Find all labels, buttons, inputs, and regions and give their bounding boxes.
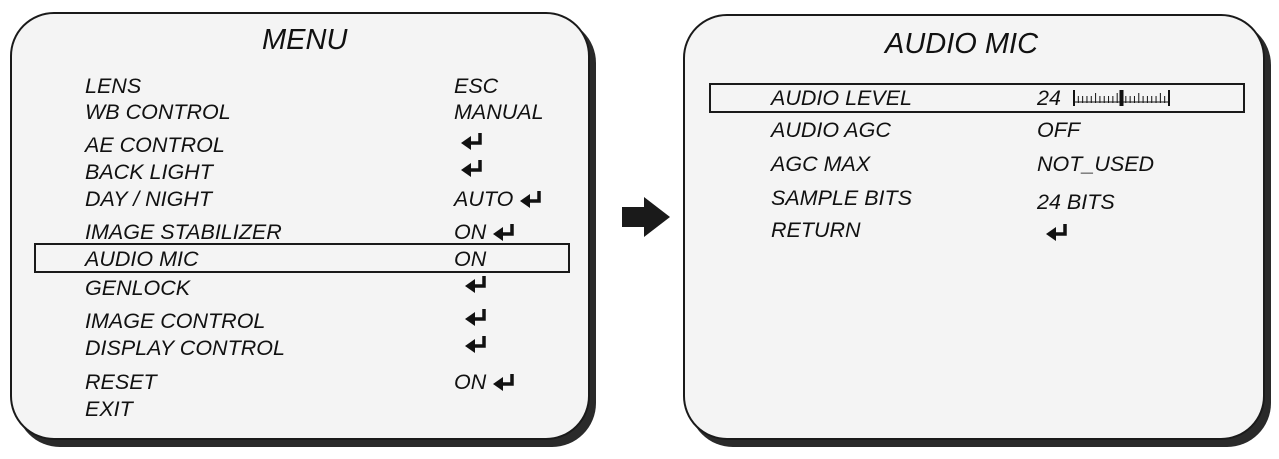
menu-item-value [460, 158, 484, 178]
menu-item-back-light[interactable]: BACK LIGHT [12, 158, 588, 186]
menu-panel: MENU LENS ESC WB CONTROL MANUAL AE CONTR… [10, 12, 590, 440]
menu-item-genlock[interactable]: GENLOCK [12, 274, 588, 302]
menu-item-label: IMAGE STABILIZER [85, 220, 282, 244]
menu-item-value: ESC [454, 74, 499, 98]
menu-item-reset[interactable]: RESET ON [12, 368, 588, 396]
audio-level-handle [1119, 90, 1124, 106]
menu-item-display-control[interactable]: DISPLAY CONTROL [12, 334, 588, 362]
menu-item-value: AUTO [454, 185, 543, 213]
menu-item-label: IMAGE CONTROL [85, 309, 266, 333]
enter-return-icon [492, 222, 516, 242]
menu-item-label: AE CONTROL [85, 133, 225, 157]
enter-return-icon [464, 274, 488, 294]
enter-return-icon [519, 189, 543, 209]
audio-item-label: AUDIO LEVEL [771, 86, 912, 110]
audio-mic-selection-highlight [709, 83, 1245, 113]
menu-item-label: DAY / NIGHT [85, 187, 213, 211]
menu-item-image-control[interactable]: IMAGE CONTROL [12, 307, 588, 335]
menu-item-audio-mic[interactable]: AUDIO MIC ON [12, 245, 588, 273]
menu-item-label: AUDIO MIC [85, 247, 199, 271]
audio-item-label: AGC MAX [771, 152, 871, 176]
audio-item-label: RETURN [771, 218, 861, 242]
enter-return-icon [464, 334, 488, 354]
menu-item-label: WB CONTROL [85, 100, 231, 124]
menu-item-label: RESET [85, 370, 157, 394]
audio-item-audio-level[interactable]: AUDIO LEVEL 24 [685, 84, 1263, 112]
enter-return-icon [1045, 222, 1069, 242]
menu-item-value: MANUAL [454, 100, 544, 124]
enter-return-icon [464, 307, 488, 327]
menu-item-ae-control[interactable]: AE CONTROL [12, 131, 588, 159]
audio-item-value: NOT_USED [1037, 152, 1155, 176]
menu-item-day-night[interactable]: DAY / NIGHT AUTO [12, 185, 588, 213]
menu-item-value [464, 307, 488, 327]
audio-item-value [1045, 222, 1069, 242]
right-arrow-icon [622, 197, 670, 237]
menu-item-wb-control[interactable]: WB CONTROL MANUAL [12, 98, 588, 126]
menu-item-value: ON [454, 368, 516, 396]
audio-item-label: AUDIO AGC [771, 118, 891, 142]
menu-item-value [464, 334, 488, 354]
audio-item-value: 24 [1037, 84, 1171, 112]
audio-item-sample-bits[interactable]: SAMPLE BITS 24 BITS [685, 184, 1263, 214]
audio-item-return[interactable]: RETURN [685, 216, 1263, 244]
audio-item-value: 24 BITS [1037, 190, 1115, 214]
menu-item-lens[interactable]: LENS ESC [12, 72, 588, 100]
menu-selection-highlight [34, 243, 570, 273]
audio-item-value: OFF [1037, 118, 1080, 142]
menu-item-value: ON [454, 218, 516, 246]
menu-title: MENU [262, 24, 348, 56]
menu-item-label: EXIT [85, 397, 133, 421]
menu-item-label: BACK LIGHT [85, 160, 213, 184]
menu-item-exit[interactable]: EXIT [12, 395, 588, 423]
audio-mic-panel: AUDIO MIC AUDIO LEVEL 24 AUDIO AGC OFF A… [683, 14, 1265, 440]
menu-item-value [464, 274, 488, 294]
audio-item-label: SAMPLE BITS [771, 186, 912, 210]
menu-item-value: ON [454, 247, 487, 271]
enter-return-icon [460, 158, 484, 178]
enter-return-icon [460, 131, 484, 151]
menu-item-label: GENLOCK [85, 276, 191, 300]
menu-item-label: LENS [85, 74, 142, 98]
enter-return-icon [492, 372, 516, 392]
audio-level-slider[interactable] [1072, 90, 1171, 106]
menu-item-label: DISPLAY CONTROL [85, 336, 285, 360]
audio-item-audio-agc[interactable]: AUDIO AGC OFF [685, 116, 1263, 144]
menu-item-image-stabilizer[interactable]: IMAGE STABILIZER ON [12, 218, 588, 246]
audio-mic-title: AUDIO MIC [885, 28, 1039, 60]
audio-item-agc-max[interactable]: AGC MAX NOT_USED [685, 150, 1263, 178]
menu-item-value [460, 131, 484, 151]
